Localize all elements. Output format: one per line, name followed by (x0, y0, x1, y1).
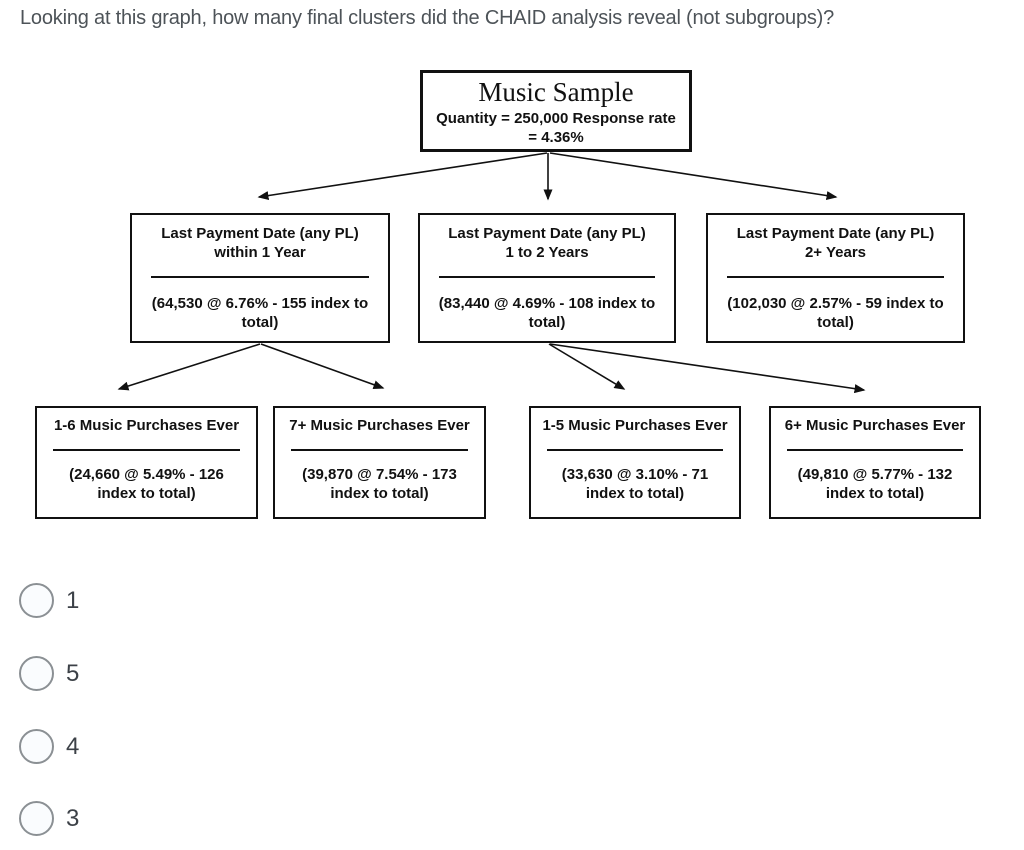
node-stats: (102,030 @ 2.57% - 59 index to total) (727, 295, 944, 331)
question-text: Looking at this graph, how many final cl… (20, 7, 835, 29)
node-stats: (24,660 @ 5.49% - 126 index to total) (69, 466, 224, 502)
node-title: Last Payment Date (any PL) 2+ Years (736, 225, 935, 261)
node-1-6-music-purchases: 1-6 Music Purchases Ever (24,660 @ 5.49%… (35, 406, 258, 519)
answer-option-4[interactable]: 4 (19, 729, 79, 764)
node-separator-line (439, 275, 655, 278)
option-label[interactable]: 3 (66, 804, 80, 832)
node-separator-line (151, 275, 369, 278)
node-title: Last Payment Date (any PL) 1 to 2 Years (448, 225, 646, 261)
radio-button-icon[interactable] (19, 729, 54, 764)
node-last-payment-2-plus-years: Last Payment Date (any PL) 2+ Years (102… (706, 213, 965, 343)
radio-button-icon[interactable] (19, 801, 54, 836)
node-stats: (49,810 @ 5.77% - 132 index to total) (797, 466, 953, 502)
node-separator-line (787, 448, 963, 452)
node-music-sample: Music Sample Quantity = 250,000 Response… (420, 70, 692, 152)
tree-connector-arrows (117, 152, 866, 394)
node-title: 6+ Music Purchases Ever (784, 417, 966, 434)
node-title: Last Payment Date (any PL) within 1 Year (161, 225, 359, 261)
node-music-sample-stats: Quantity = 250,000 Response rate = 4.36% (436, 110, 676, 146)
node-last-payment-1-to-2-years: Last Payment Date (any PL) 1 to 2 Years … (418, 213, 676, 343)
node-title: 1-5 Music Purchases Ever (542, 417, 728, 434)
option-label[interactable]: 4 (66, 732, 80, 760)
node-7-plus-music-purchases: 7+ Music Purchases Ever (39,870 @ 7.54% … (273, 406, 486, 519)
answer-option-5[interactable]: 5 (19, 656, 79, 691)
node-stats: (33,630 @ 3.10% - 71 index to total) (561, 466, 709, 502)
node-6-plus-music-purchases: 6+ Music Purchases Ever (49,810 @ 5.77% … (769, 406, 981, 519)
chaid-tree-diagram: Music Sample Quantity = 250,000 Response… (35, 70, 981, 519)
radio-button-icon[interactable] (19, 656, 54, 691)
node-title: 1-6 Music Purchases Ever (53, 417, 240, 434)
node-separator-line (727, 275, 944, 278)
node-title: 7+ Music Purchases Ever (289, 417, 470, 434)
node-1-5-music-purchases: 1-5 Music Purchases Ever (33,630 @ 3.10%… (529, 406, 741, 519)
node-last-payment-within-1-year: Last Payment Date (any PL) within 1 Year… (130, 213, 390, 343)
node-stats: (64,530 @ 6.76% - 155 index to total) (151, 295, 369, 331)
radio-button-icon[interactable] (19, 583, 54, 618)
node-music-sample-title: Music Sample (478, 77, 634, 107)
answer-option-1[interactable]: 1 (19, 583, 79, 618)
node-separator-line (53, 448, 240, 452)
node-stats: (39,870 @ 7.54% - 173 index to total) (302, 466, 457, 502)
option-label[interactable]: 5 (66, 659, 80, 687)
node-separator-line (547, 448, 723, 452)
node-stats: (83,440 @ 4.69% - 108 index to total) (438, 295, 656, 331)
option-label[interactable]: 1 (66, 586, 80, 614)
node-separator-line (291, 448, 468, 452)
answer-option-3[interactable]: 3 (19, 801, 79, 836)
